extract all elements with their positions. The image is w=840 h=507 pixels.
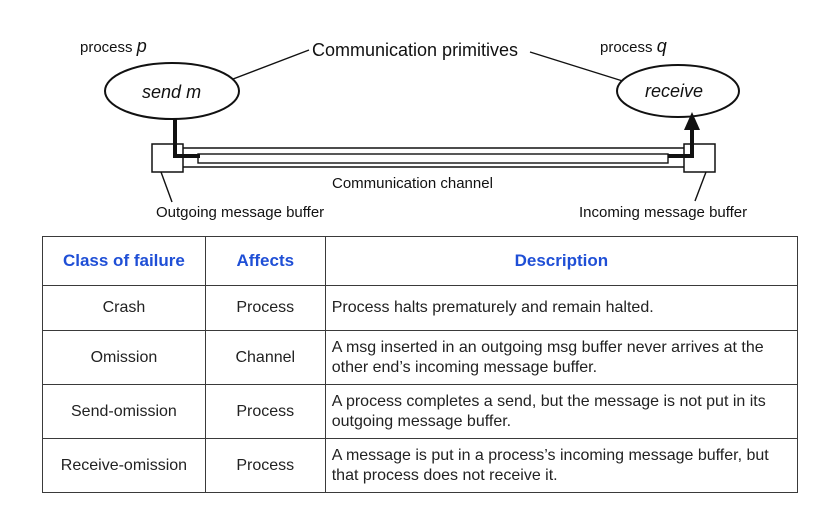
incoming-buffer-label: Incoming message buffer [579, 204, 747, 221]
cell-description: A message is put in a process’s incoming… [324, 438, 799, 493]
channel-pipe [197, 153, 669, 164]
cell-description: A msg inserted in an outgoing msg buffer… [324, 330, 799, 385]
send-process-ellipse [104, 62, 240, 120]
table-row: Omission Channel A msg inserted in an ou… [42, 330, 799, 385]
header-class-of-failure: Class of failure [42, 236, 206, 286]
receive-path [668, 128, 694, 158]
cell-description: Process halts prematurely and remain hal… [324, 285, 799, 331]
cell-class: Receive-omission [42, 438, 206, 493]
cell-class: Omission [42, 330, 206, 385]
receive-label: receive [645, 81, 703, 101]
receive-process-ellipse [616, 64, 740, 118]
cell-class: Crash [42, 285, 206, 331]
cell-affects: Process [204, 438, 326, 493]
primitives-label: Communication primitives [312, 40, 518, 60]
receive-arrowhead [684, 112, 700, 130]
cell-description: A process completes a send, but the mess… [324, 384, 799, 439]
cell-affects: Channel [204, 330, 326, 385]
send-label: send m [142, 82, 201, 102]
process-p-label: process p [80, 36, 147, 56]
table-row: Crash Process Process halts prematurely … [42, 285, 799, 331]
table-row: Receive-omission Process A message is pu… [42, 438, 799, 493]
failure-classes-table: Class of failure Affects Description Cra… [42, 236, 799, 493]
table-header-row: Class of failure Affects Description [42, 236, 799, 286]
header-affects: Affects [204, 236, 326, 286]
header-description: Description [324, 236, 799, 286]
channel-label: Communication channel [332, 175, 493, 192]
pointer-line-incoming [694, 171, 707, 202]
process-q-label: process q [600, 36, 667, 56]
cell-affects: Process [204, 285, 326, 331]
pointer-line-outgoing [160, 171, 173, 203]
table-row: Send-omission Process A process complete… [42, 384, 799, 439]
communication-diagram: process p process q Communication primit… [80, 36, 747, 221]
cell-class: Send-omission [42, 384, 206, 439]
outgoing-buffer-label: Outgoing message buffer [156, 204, 324, 221]
send-path [173, 118, 200, 158]
cell-affects: Process [204, 384, 326, 439]
